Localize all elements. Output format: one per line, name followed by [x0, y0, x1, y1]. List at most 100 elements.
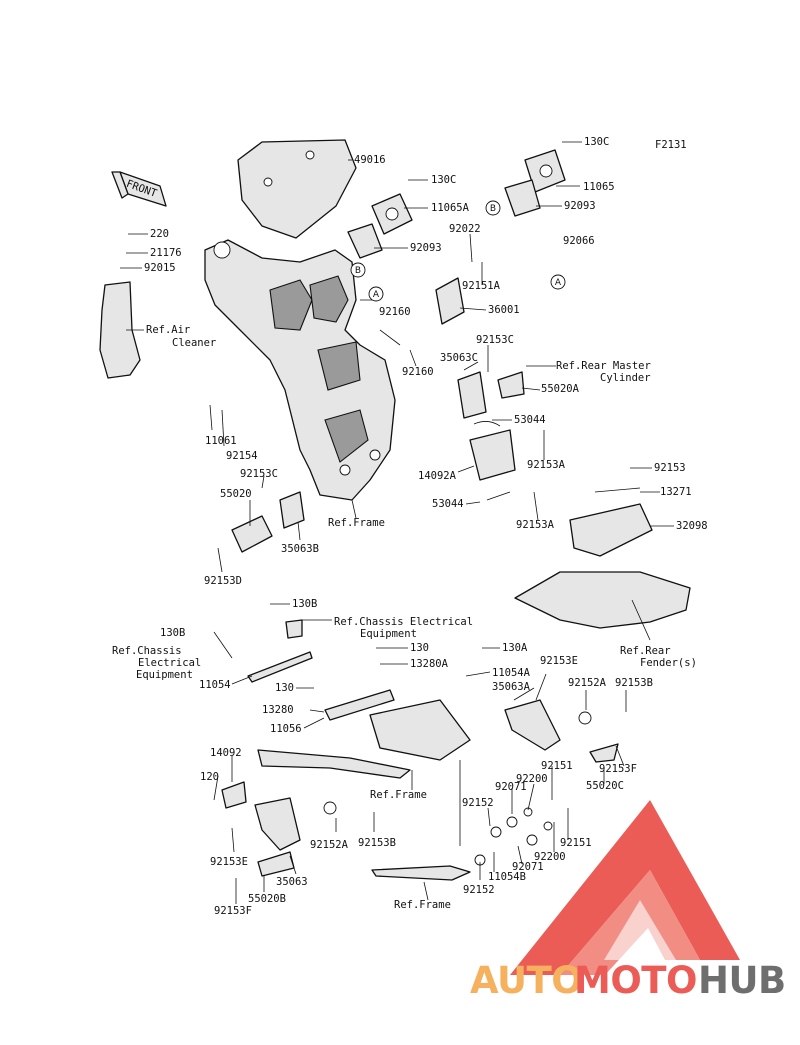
guard-14092A-shape — [469, 429, 516, 481]
subframe-main-shape — [369, 699, 471, 761]
ref-label: Equipment — [360, 628, 417, 640]
bracket-130B-shape — [285, 619, 303, 639]
part-label: 11054 — [199, 679, 231, 691]
part-label: 92022 — [449, 223, 481, 235]
washer-stack — [323, 711, 592, 866]
ref-label: Ref.Frame — [328, 517, 385, 529]
part-label: 130B — [160, 627, 185, 639]
part-label: 55020 — [220, 488, 252, 500]
bracket-35063A-shape — [504, 699, 561, 751]
rear-fender-shape — [514, 571, 691, 629]
figure-code: F2131 — [655, 139, 687, 151]
watermark-moto: MOTO — [574, 959, 697, 1002]
part-label: 92071 — [512, 861, 544, 873]
bracket-35063C-shape — [457, 371, 487, 419]
part-label: 35063A — [492, 681, 531, 693]
part-label: 92151 — [560, 837, 592, 849]
callout-b1: B — [350, 262, 366, 278]
part-label: 92071 — [495, 781, 527, 793]
bracket-35063B-shape — [279, 491, 305, 529]
part-label: 55020B — [248, 893, 286, 905]
part-label: 92153B — [615, 677, 653, 689]
part-label: 92152A — [568, 677, 607, 689]
part-label: 92152 — [462, 797, 494, 809]
bracket-36001-shape — [435, 277, 465, 325]
part-label: 32098 — [676, 520, 708, 532]
guard-14092-shape — [221, 781, 247, 809]
part-label: 92153A — [527, 459, 566, 471]
subframe-11056-shape — [324, 689, 395, 721]
rear-lower-frame-shape — [257, 749, 411, 779]
part-label: 220 — [150, 228, 169, 240]
ref-label: Fender(s) — [640, 657, 697, 669]
svg-text:B: B — [355, 266, 361, 276]
part-label: 92066 — [563, 235, 595, 247]
callout-a1: A — [368, 286, 384, 302]
part-label: 92153B — [358, 837, 396, 849]
part-label: 35063 — [276, 876, 308, 888]
lower-frame-bar-shape — [371, 865, 471, 881]
part-label: 35063B — [281, 543, 319, 555]
part-label: 92093 — [564, 200, 596, 212]
ref-label: Ref.Chassis Electrical — [334, 616, 473, 628]
ref-label: Ref.Chassis — [112, 645, 182, 657]
ref-label: Ref.Rear — [620, 645, 671, 657]
part-label: 130C — [431, 174, 456, 186]
part-label: 11065A — [431, 202, 470, 214]
part-label: 53044 — [514, 414, 546, 426]
svg-text:A: A — [555, 278, 562, 288]
ref-label: Cylinder — [600, 372, 651, 384]
part-label: 92153E — [540, 655, 578, 667]
part-label: 92153A — [516, 519, 555, 531]
part-label: 92154 — [226, 450, 258, 462]
ref-label: Electrical — [138, 657, 201, 669]
reference-labels: Ref.Air Cleaner Ref.Rear Master Cylinder… — [112, 324, 697, 911]
part-label: 92152A — [310, 839, 349, 851]
part-label: 11054B — [488, 871, 526, 883]
part-label: 92153F — [214, 905, 252, 917]
part-label: 92153 — [654, 462, 686, 474]
part-label: 92153C — [476, 334, 514, 346]
part-label: 53044 — [432, 498, 464, 510]
step-55020B-shape — [257, 851, 295, 877]
part-label: 92093 — [410, 242, 442, 254]
step-55020A-shape — [497, 371, 525, 399]
ref-label: Cleaner — [172, 337, 216, 349]
automotohub-watermark-logo: AUTO MOTO HUB — [470, 800, 786, 1002]
part-label: 11061 — [205, 435, 237, 447]
seal-92093-a-shape — [347, 223, 383, 259]
part-label: 130 — [410, 642, 429, 654]
step-55020C-shape — [589, 743, 619, 763]
part-label: 13271 — [660, 486, 692, 498]
tray-32098-shape — [569, 503, 653, 557]
part-label: 92153D — [204, 575, 242, 587]
bracket-35063-shape — [254, 797, 301, 851]
part-label: 92151 — [541, 760, 573, 772]
part-label: 36001 — [488, 304, 520, 316]
part-label: 92160 — [402, 366, 434, 378]
part-label: 130 — [275, 682, 294, 694]
callout-a2: A — [550, 274, 566, 290]
part-label: 13280A — [410, 658, 449, 670]
part-label: 92153E — [210, 856, 248, 868]
leader-lines — [120, 141, 674, 904]
part-label: 92152 — [463, 884, 495, 896]
part-label: 11056 — [270, 723, 302, 735]
part-label: 13280 — [262, 704, 294, 716]
part-label: 92015 — [144, 262, 176, 274]
main-frame-shape — [204, 239, 396, 501]
seal-92093-b-shape — [504, 179, 541, 217]
part-label: 92153C — [240, 468, 278, 480]
svg-text:B: B — [490, 204, 496, 214]
watermark-hub: HUB — [698, 959, 786, 1002]
callout-b2: B — [485, 200, 501, 216]
part-labels: F2131 49016 130C 11065A 92093 130C 11065… — [144, 136, 708, 917]
part-label: 92151A — [462, 280, 501, 292]
part-label: 130C — [584, 136, 609, 148]
part-label: 120 — [200, 771, 219, 783]
part-label: 49016 — [354, 154, 386, 166]
part-label: 35063C — [440, 352, 478, 364]
part-label: 92160 — [379, 306, 411, 318]
